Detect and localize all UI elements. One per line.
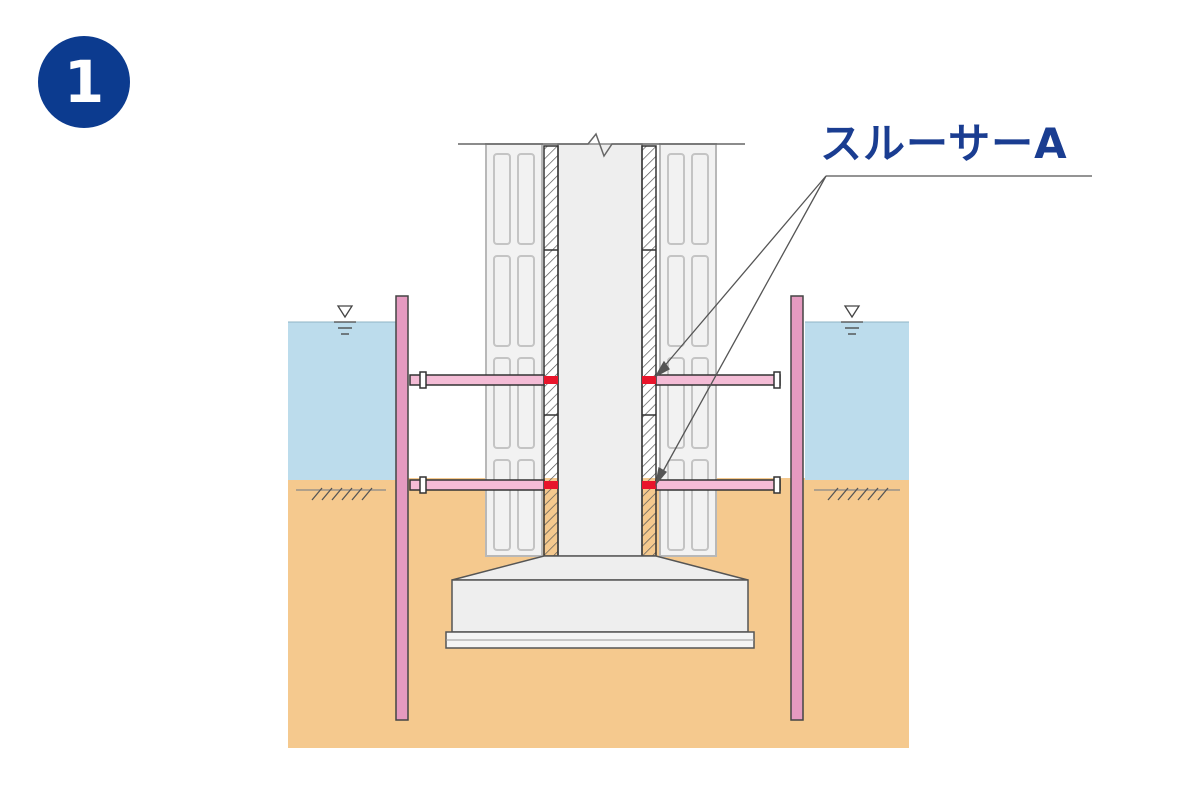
step-number-badge: 1 [38, 36, 130, 128]
spacer-marks [544, 376, 656, 489]
concrete-column [557, 143, 643, 557]
break-line [458, 132, 745, 158]
step-number: 1 [63, 48, 105, 116]
water-level-icon [334, 305, 863, 335]
callout-label: スルーサーA [820, 119, 1068, 168]
callout-leader [654, 175, 1092, 487]
sheathing-left [543, 145, 559, 557]
water-right [805, 322, 909, 480]
sheet-piles [395, 295, 804, 721]
ground-hatch-icon [296, 487, 900, 501]
water-left [288, 322, 396, 480]
sheathing-right [641, 145, 657, 557]
footing [445, 555, 755, 649]
strut-bars [409, 371, 781, 494]
